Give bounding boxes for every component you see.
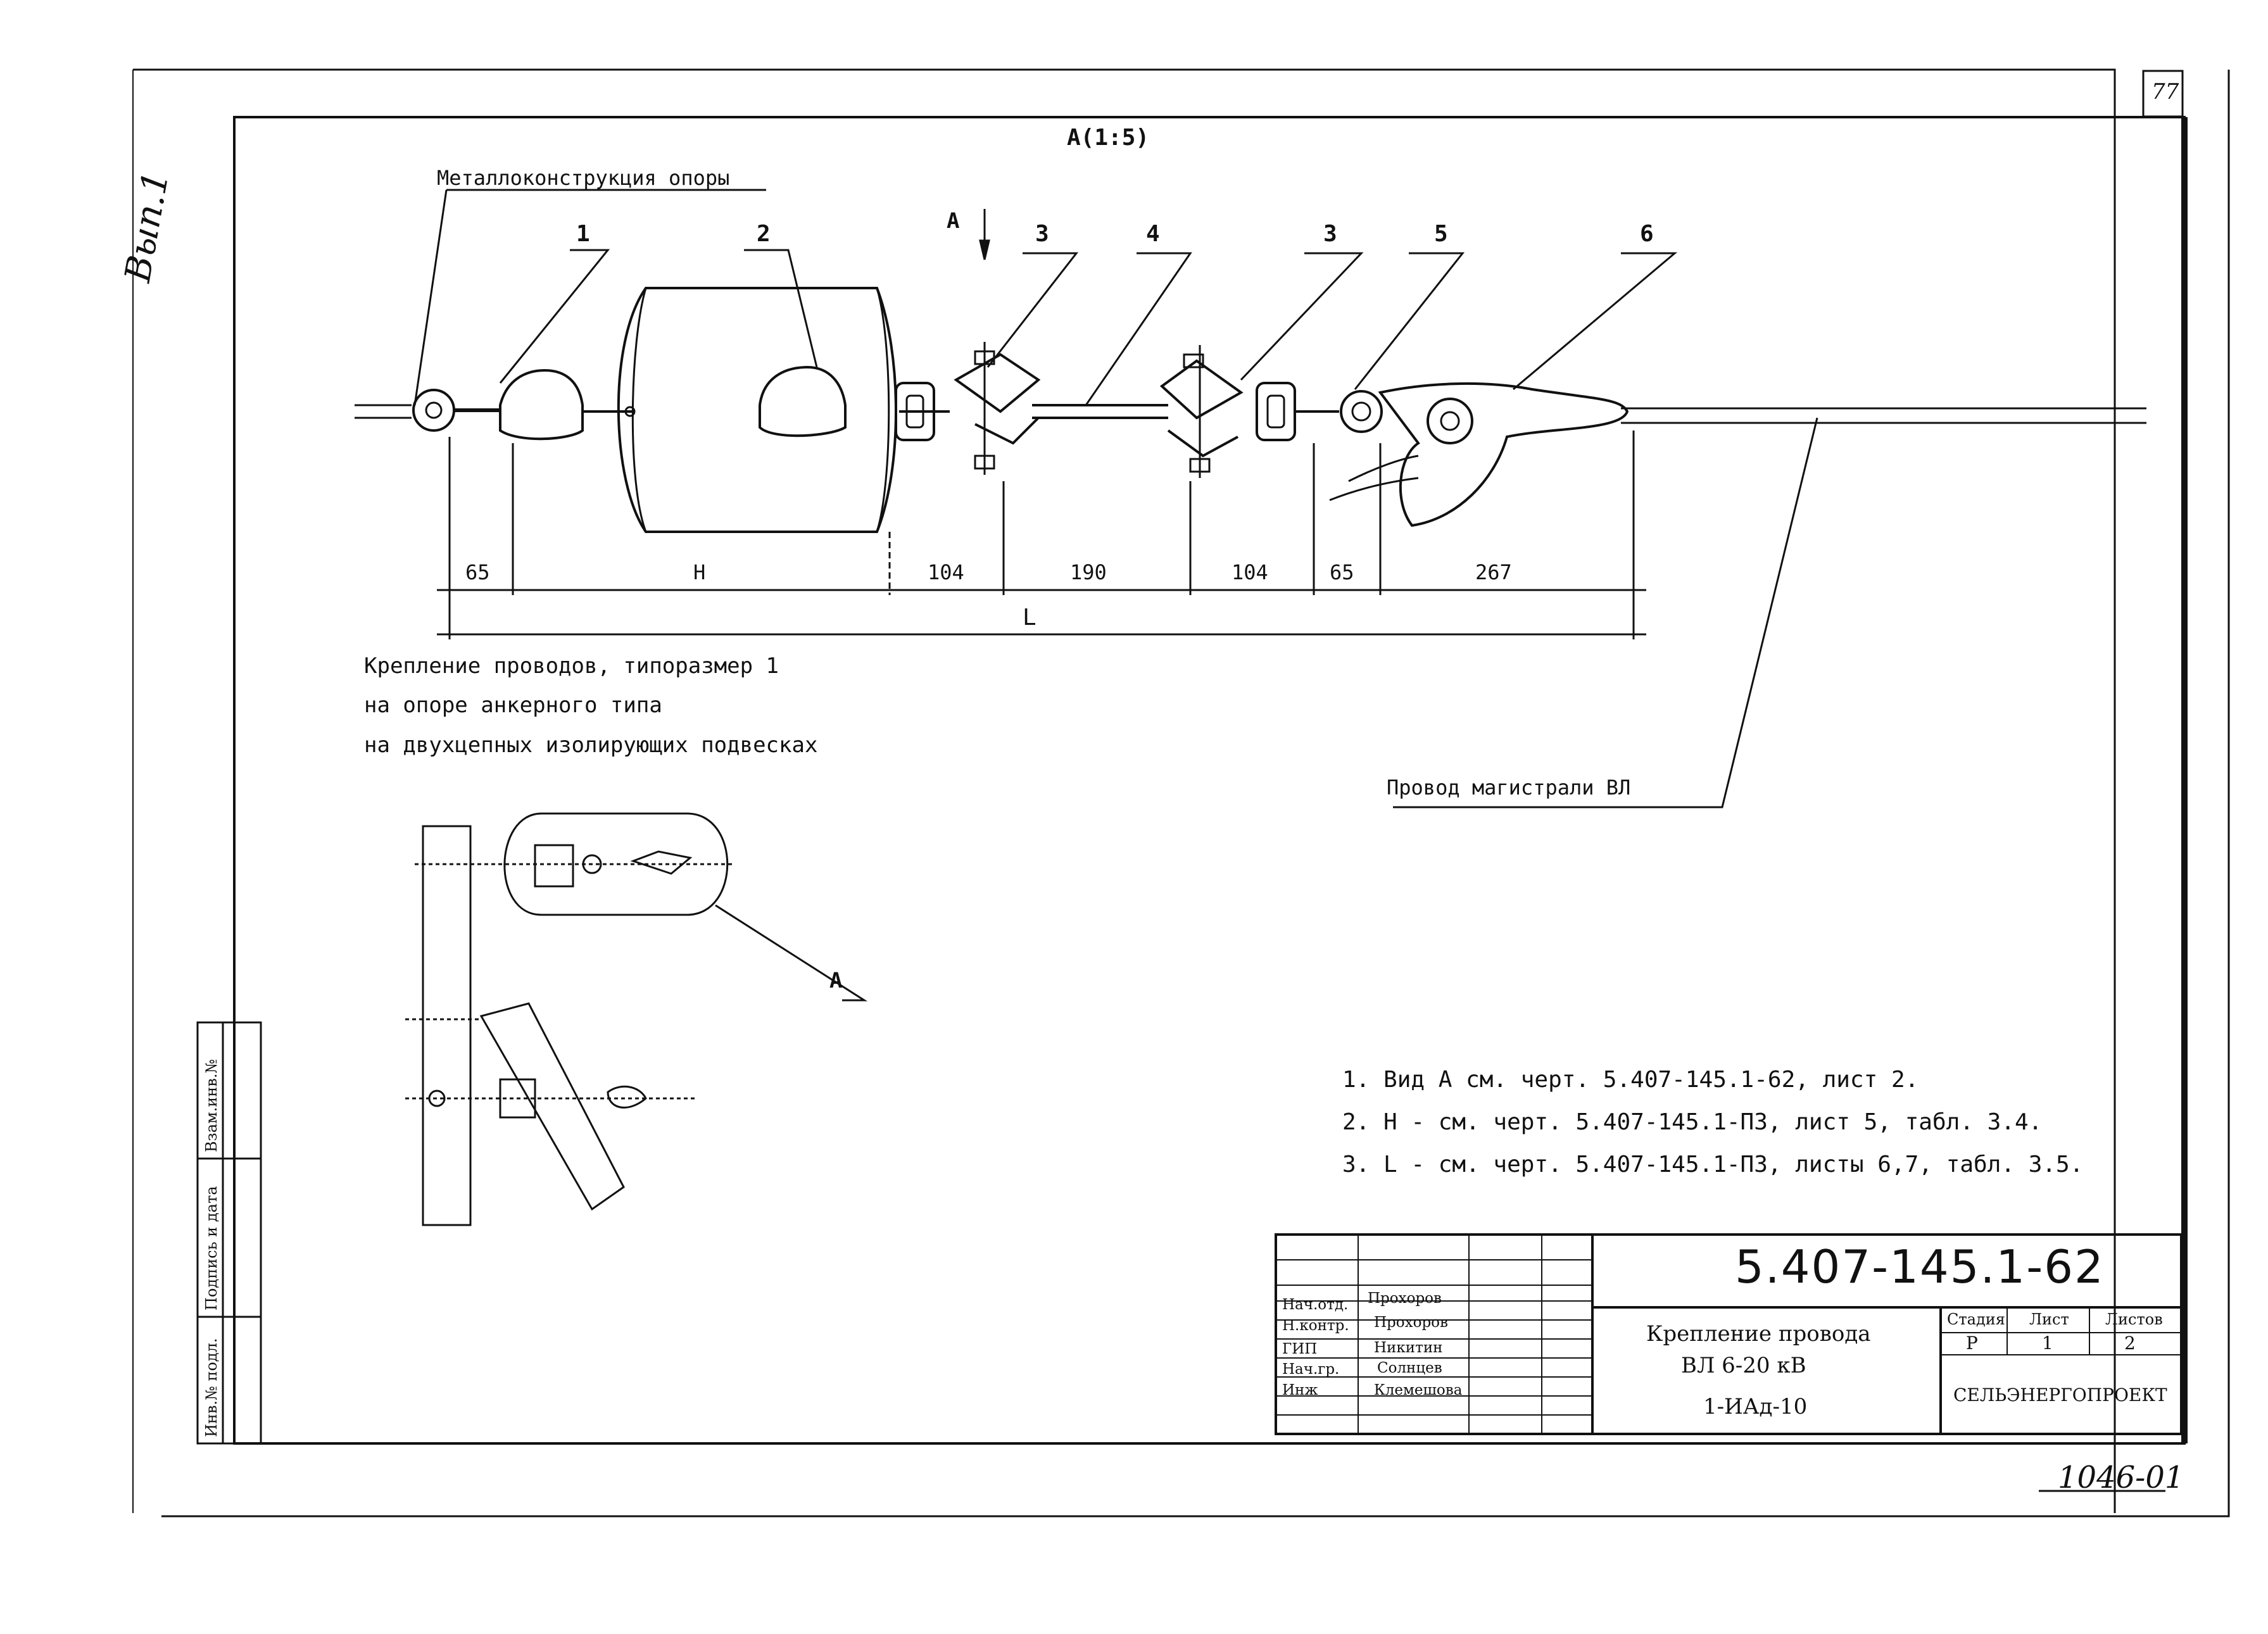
link-2 — [1256, 382, 1296, 441]
title-line-2: ВЛ 6-20 кВ — [1681, 1353, 1806, 1378]
callout-4: 4 — [1146, 221, 1160, 247]
clevis-2 — [1159, 359, 1244, 420]
insulator-cap-2 — [759, 365, 847, 437]
tension-clamp-6 — [1378, 382, 1629, 527]
callout-2: 2 — [757, 221, 771, 247]
sheets-value: 2 — [2124, 1333, 2136, 1354]
stage-value: Р — [1966, 1333, 1978, 1354]
callout-5: 5 — [1434, 221, 1448, 247]
name-5: Клемешова — [1374, 1382, 1463, 1398]
dim-190: 190 — [1070, 560, 1107, 584]
dim-104-a: 104 — [928, 560, 964, 584]
section-arrow — [979, 209, 990, 260]
footer-code: 1046-01 — [2058, 1460, 2184, 1495]
section-mark: А — [947, 208, 960, 234]
link-1 — [895, 382, 935, 441]
insulator-cap-1 — [499, 368, 584, 441]
role-4: Нач.гр. — [1282, 1361, 1340, 1378]
clevis-1 — [954, 353, 1041, 413]
small-support-scheme — [405, 812, 734, 1226]
dim-h: Н — [693, 560, 706, 584]
title-line-3: 1-ИАд-10 — [1703, 1394, 1808, 1419]
note-2: 2. Н - см. черт. 5.407-145.1-ПЗ, лист 5,… — [1342, 1109, 2043, 1135]
cross-arm — [479, 1002, 625, 1211]
side-stamp-inv: Инв.№ подл. — [203, 1338, 220, 1437]
note-1: 1. Вид А см. черт. 5.407-145.1-62, лист … — [1342, 1067, 1919, 1093]
doc-number: 5.407-145.1-62 — [1735, 1240, 2105, 1293]
sheet-value: 1 — [2042, 1333, 2053, 1354]
caption-line-3: на двухцепных изолирующих подвесках — [364, 732, 818, 758]
main-wire-label: Провод магистрали ВЛ — [1387, 776, 1631, 800]
detail-a-outline — [503, 812, 729, 916]
callout-3b: 3 — [1323, 221, 1337, 247]
dimension-lines — [437, 430, 1646, 639]
dim-267: 267 — [1475, 560, 1512, 584]
eye-bolt — [412, 389, 455, 432]
title-line-1: Крепление провода — [1646, 1321, 1871, 1347]
callout-6: 6 — [1640, 221, 1654, 247]
dim-65-a: 65 — [465, 560, 490, 584]
callout-1: 1 — [576, 221, 590, 247]
sheets-header: Листов — [2105, 1310, 2163, 1328]
callout-leaders — [413, 189, 1818, 1002]
organization: СЕЛЬЭНЕРГОПРОЕКТ — [1953, 1385, 2167, 1405]
shackle-5 — [1340, 390, 1383, 433]
title-block-frame — [1275, 1233, 2183, 1435]
role-5: Инж — [1282, 1382, 1318, 1398]
side-stamp-replace: Взам.инв.№ — [203, 1059, 220, 1152]
stage-header: Стадия — [1947, 1310, 2005, 1328]
caption-line-2: на опоре анкерного типа — [364, 693, 662, 718]
callout-3a: 3 — [1035, 221, 1049, 247]
dim-l: L — [1023, 605, 1036, 631]
note-3: 3. L - см. черт. 5.407-145.1-ПЗ, листы 6… — [1342, 1152, 2084, 1178]
pole — [422, 825, 472, 1226]
side-stamp-frame — [196, 1021, 262, 1445]
dim-104-b: 104 — [1232, 560, 1268, 584]
role-3: ГИП — [1282, 1341, 1318, 1357]
name-4: Солнцев — [1377, 1360, 1442, 1376]
name-2: Прохоров — [1374, 1314, 1448, 1331]
view-title: А(1:5) — [1067, 125, 1150, 151]
role-2: Н.контр. — [1282, 1317, 1349, 1334]
insulator-disc — [617, 287, 897, 533]
sheet-header: Лист — [2029, 1310, 2069, 1328]
sheet-frame — [132, 68, 2230, 1518]
metal-structure-label: Металлоконструкция опоры — [437, 166, 730, 190]
name-3: Никитин — [1374, 1340, 1443, 1356]
role-1: Нач.отд. — [1282, 1297, 1349, 1313]
name-1: Прохоров — [1368, 1290, 1442, 1307]
side-stamp-sign: Подпись и дата — [203, 1186, 220, 1310]
caption-line-1: Крепление проводов, типоразмер 1 — [364, 653, 779, 679]
sheet-number: 77 — [2151, 79, 2179, 104]
insulator-string-assembly — [355, 287, 2146, 533]
detail-a-label: А — [829, 968, 843, 993]
dim-65-b: 65 — [1330, 560, 1354, 584]
